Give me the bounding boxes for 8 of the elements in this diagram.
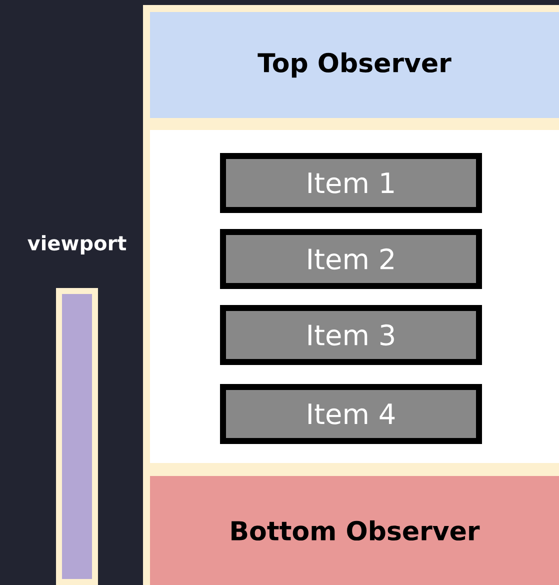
observer-box: Top Observer: [150, 12, 559, 118]
item-box: Item 1: [220, 153, 482, 213]
item-box: Item 4: [220, 384, 482, 444]
item-box: Item 2: [220, 229, 482, 289]
viewport-label: viewport: [28, 235, 126, 254]
item-box: Item 3: [220, 305, 482, 365]
viewport-bar: [56, 288, 98, 585]
observer-box: Bottom Observer: [150, 476, 559, 585]
